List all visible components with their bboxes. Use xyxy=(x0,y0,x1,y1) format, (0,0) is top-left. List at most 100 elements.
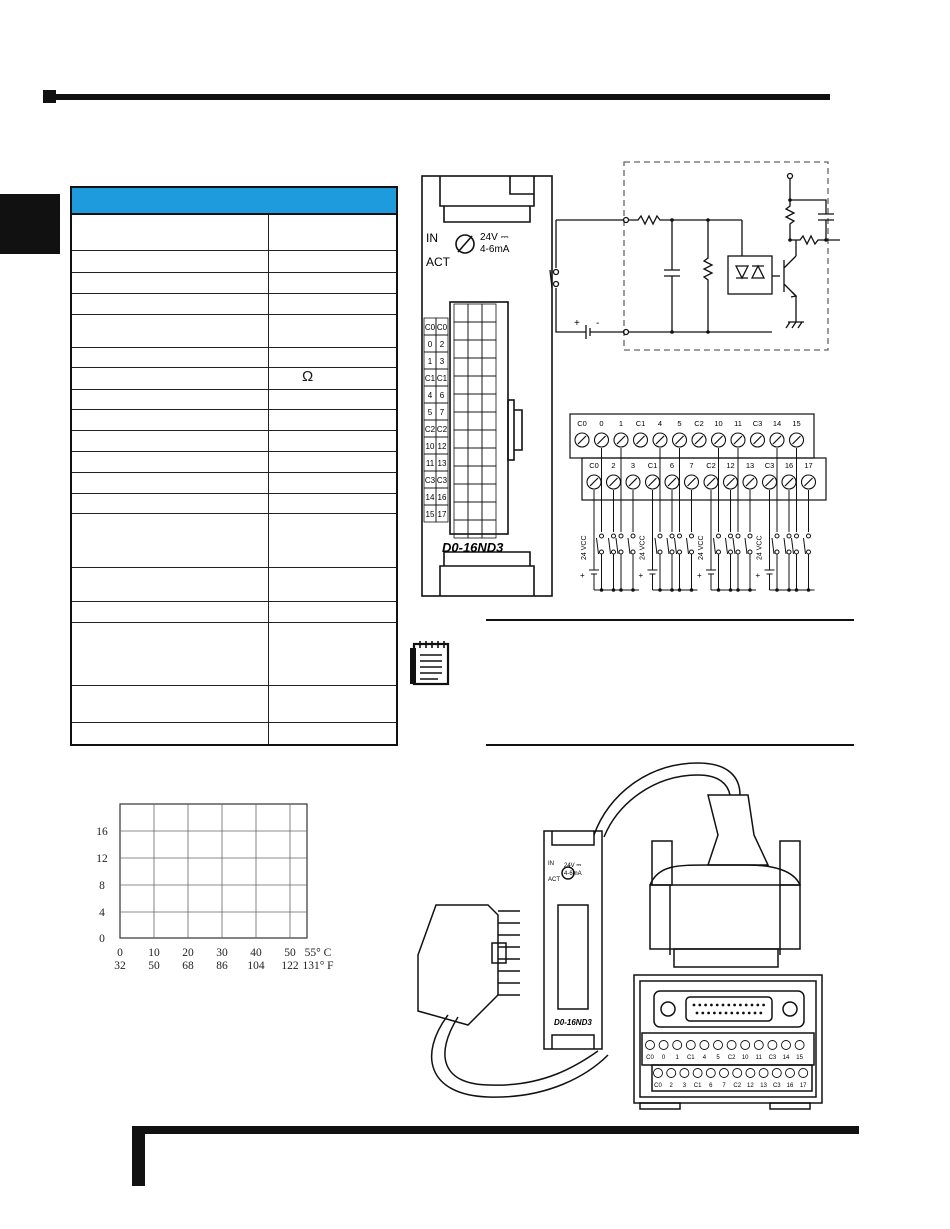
supply-plus-sign: + xyxy=(639,571,644,580)
module-connector-cell xyxy=(467,429,483,449)
ziplink-screw xyxy=(645,1040,655,1050)
schematic-minus-sign: - xyxy=(596,318,599,329)
ziplink-terminal-label: 11 xyxy=(756,1055,763,1061)
module-connector-cell xyxy=(467,303,483,323)
terminal-label: 14 xyxy=(773,419,781,428)
supply-label: 24 VCC xyxy=(698,535,705,560)
screw-slot xyxy=(753,435,762,445)
db25-pin xyxy=(718,1011,722,1015)
ziplink-terminal-label: C3 xyxy=(769,1055,777,1061)
spec-row xyxy=(72,390,396,410)
switch-contact xyxy=(735,533,741,539)
spec-row xyxy=(72,410,396,431)
chart-x-tick-fahrenheit: 104 xyxy=(247,960,265,972)
db25-pin xyxy=(756,1003,760,1007)
module-connector-cell xyxy=(467,321,483,341)
module-connector-cell xyxy=(467,447,483,467)
module-terminal-label: C0 xyxy=(437,323,448,332)
junction-dot xyxy=(677,588,682,592)
screw-slot xyxy=(804,477,813,487)
module-terminal-label: 16 xyxy=(438,493,447,502)
module-terminal-label: C3 xyxy=(425,476,436,485)
module-terminal-label: 1 xyxy=(428,357,433,366)
switch-contact xyxy=(747,549,753,555)
db25-pin xyxy=(762,1003,765,1007)
module-name: D0-16ND3 xyxy=(442,540,504,555)
module-terminal-label: C1 xyxy=(425,374,436,383)
ziplink-screw xyxy=(785,1068,795,1078)
chart-x-tick-celsius: 30 xyxy=(216,947,228,959)
switch-contact xyxy=(618,533,624,539)
supply-label: 24 VCC xyxy=(581,535,588,560)
spec-row xyxy=(72,686,396,723)
screw-slot xyxy=(636,435,645,445)
ziplink-screw xyxy=(726,1040,737,1050)
screw-slot xyxy=(648,477,657,487)
ziplink-terminal-label: 10 xyxy=(742,1055,749,1061)
screw-slot xyxy=(675,435,684,445)
chart-plot-frame xyxy=(119,803,308,939)
supply-label: 24 VCC xyxy=(757,535,764,560)
switch-contact xyxy=(786,533,792,539)
ziplink-terminal-label: 15 xyxy=(796,1055,803,1061)
terminal-label: 16 xyxy=(785,461,793,470)
ziplink-terminal-label: C1 xyxy=(694,1083,702,1089)
module-connector-cell xyxy=(467,375,483,395)
db25-pin xyxy=(753,1011,757,1015)
spec-row xyxy=(72,602,396,623)
module-connector-cell xyxy=(453,411,469,431)
module-terminal-label: C3 xyxy=(437,476,448,485)
small-module-rating-voltage: 24V ⎓ xyxy=(564,863,581,869)
switch-contact xyxy=(611,549,616,555)
switch-contact xyxy=(728,533,733,539)
module-terminal-label: 10 xyxy=(426,442,435,451)
screw-slot xyxy=(765,477,774,487)
chart-x-tick-celsius: 55° C xyxy=(305,947,332,959)
ziplink-terminal-label: 2 xyxy=(670,1083,674,1089)
chart-x-tick-celsius: 20 xyxy=(182,947,194,959)
module-connector-cell xyxy=(453,375,469,395)
supply-plus-sign: + xyxy=(697,571,702,580)
switch-lever xyxy=(654,537,658,555)
module-connector-cell xyxy=(453,357,469,377)
ziplink-terminal-label: 0 xyxy=(662,1055,666,1061)
module-connector-cell xyxy=(453,339,469,359)
switch-contact xyxy=(747,533,753,539)
db25-pin xyxy=(747,1011,751,1015)
switch-contact xyxy=(677,533,682,539)
ziplink-screw xyxy=(781,1040,791,1050)
ziplink-screw xyxy=(653,1068,663,1078)
switch-contact xyxy=(657,549,663,555)
switch-contact xyxy=(630,549,636,555)
junction-dot xyxy=(787,588,791,592)
terminal-label: C0 xyxy=(577,419,587,428)
switch-contact xyxy=(786,549,792,555)
switch-lever xyxy=(686,537,689,555)
db25-pin xyxy=(710,1003,713,1007)
chart-x-tick-fahrenheit: 50 xyxy=(148,960,160,972)
switch-contact xyxy=(657,533,663,539)
switch-contact xyxy=(618,549,624,555)
switch-contact xyxy=(728,549,733,555)
switch-contact xyxy=(735,549,741,555)
terminal-label: C0 xyxy=(589,461,599,470)
chart-y-tick: 16 xyxy=(96,826,108,838)
module-terminal-label: 12 xyxy=(438,442,447,451)
screw-slot xyxy=(784,477,794,487)
supply-label: 24 VCC xyxy=(640,535,647,560)
module-terminal-label: 17 xyxy=(438,510,447,519)
switch-lever xyxy=(732,537,736,555)
terminal-label: 5 xyxy=(677,419,681,428)
ziplink-screw xyxy=(679,1068,690,1078)
ziplink-terminal-label: 16 xyxy=(787,1083,794,1089)
switch-lever xyxy=(771,537,775,555)
module-terminal-label: 14 xyxy=(426,493,435,502)
chart-x-tick-celsius: 50 xyxy=(284,947,296,959)
switch-contact xyxy=(806,549,811,555)
chart-x-tick-fahrenheit: 32 xyxy=(114,960,126,972)
spec-row xyxy=(72,473,396,494)
